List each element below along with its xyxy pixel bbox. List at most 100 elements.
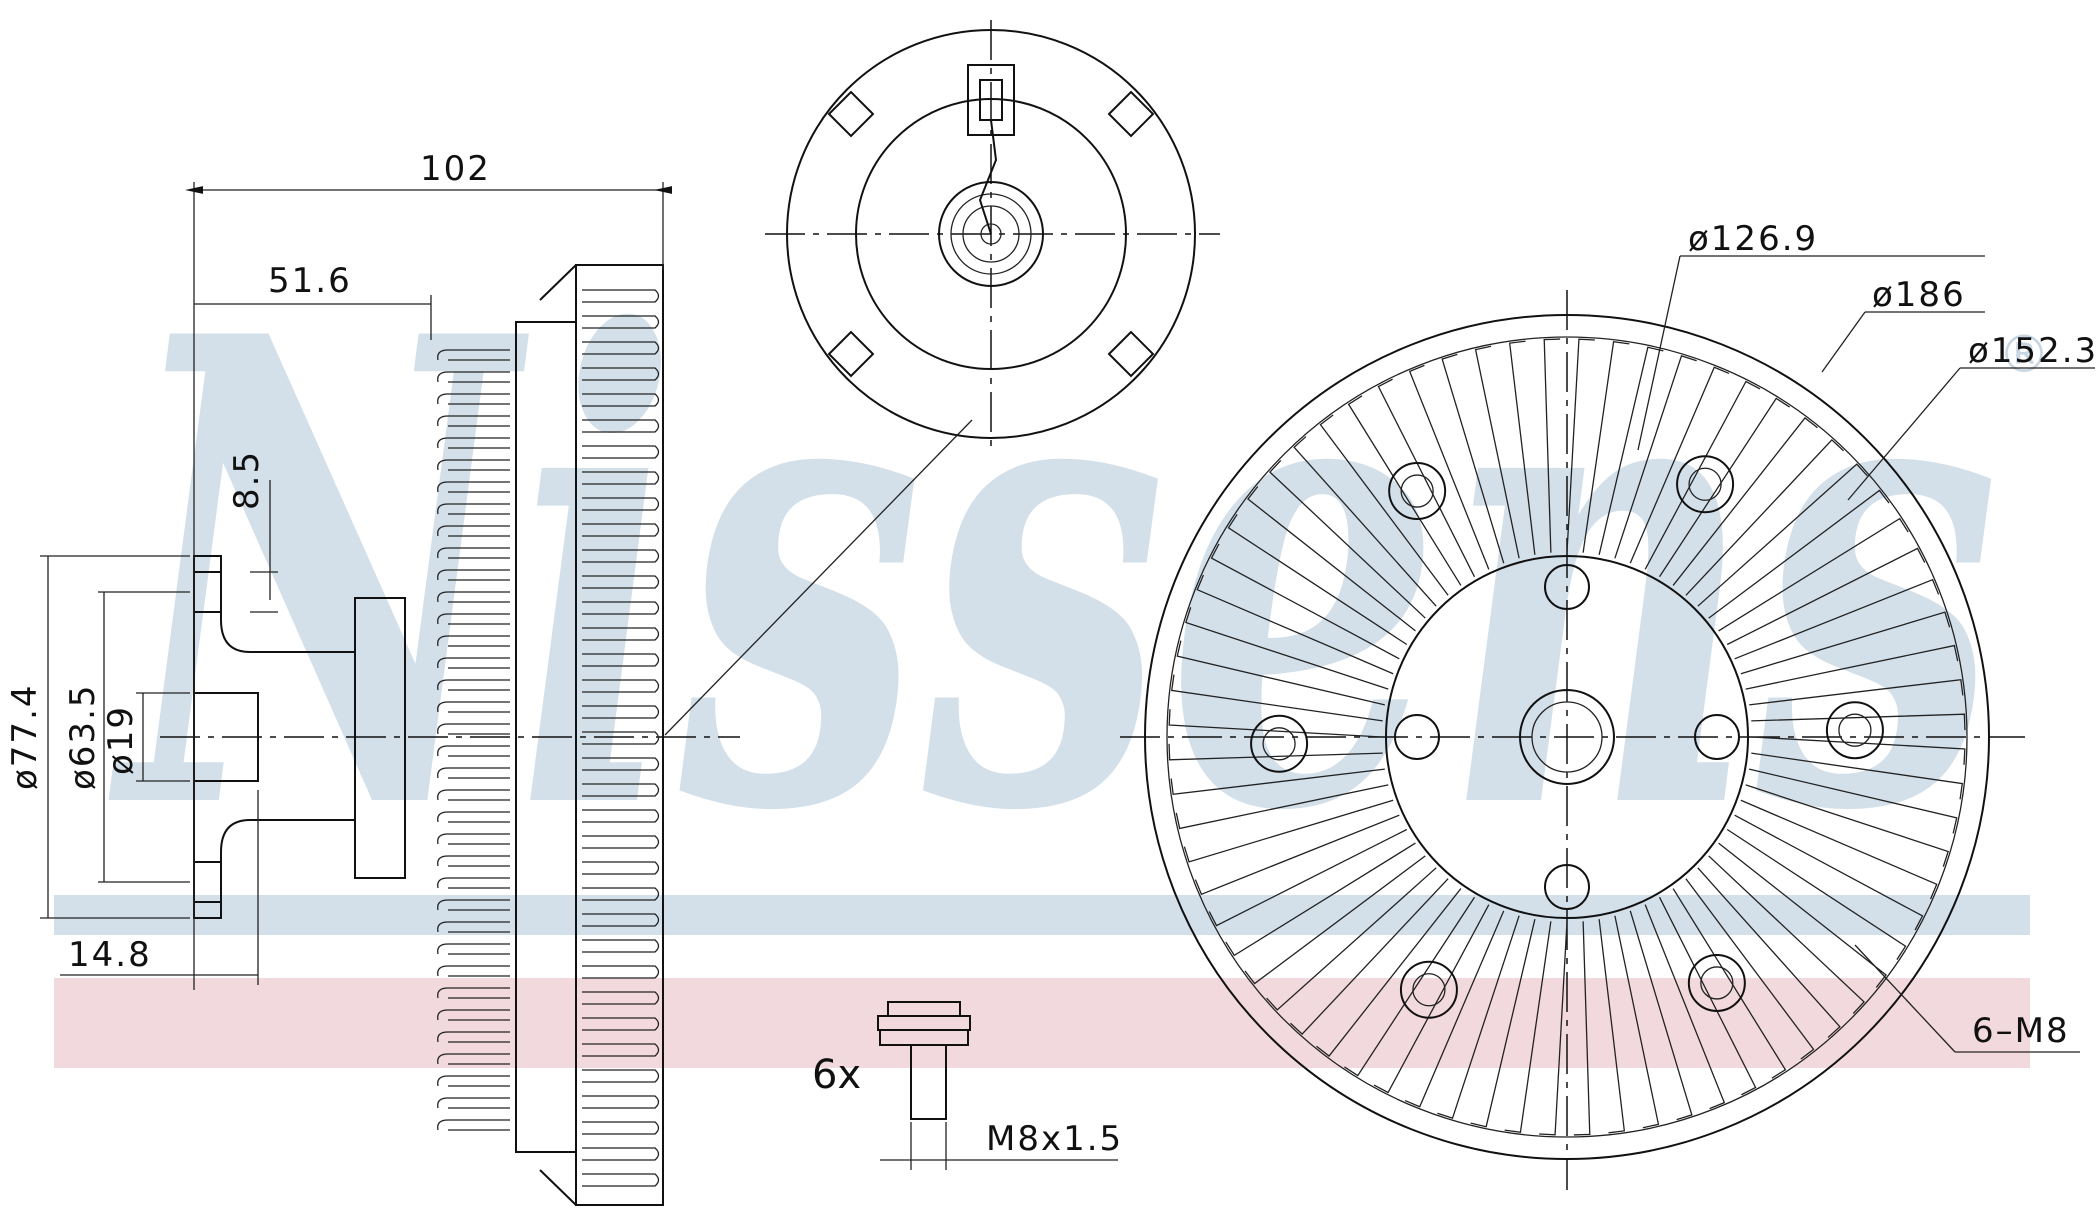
- fin-line: [582, 991, 660, 1005]
- fin-line: [582, 393, 660, 407]
- dim-51-6: 51.6: [268, 261, 352, 301]
- hub-stud: [1394, 714, 1440, 760]
- dim-14-8: 14.8: [68, 935, 152, 975]
- fin-line: [437, 525, 510, 537]
- fan-housing: [539, 264, 664, 1206]
- dim-77-4: ø77.4: [5, 683, 45, 790]
- dim-126-9: ø126.9: [1688, 219, 1818, 259]
- fin-line: [582, 367, 660, 381]
- watermark-text: Nissens: [106, 199, 2000, 951]
- radial-fin: [1658, 397, 1790, 578]
- fin-line: [437, 1031, 510, 1043]
- fin-line: [437, 657, 510, 669]
- radial-fin: [1404, 910, 1505, 1108]
- fin-line: [437, 459, 510, 471]
- fin-line: [437, 899, 510, 911]
- radial-fin: [1751, 713, 1966, 731]
- hub-stud: [1544, 564, 1590, 610]
- fin-line: [437, 723, 510, 735]
- fin-line: [582, 1043, 660, 1057]
- radial-fin: [1629, 366, 1730, 564]
- radial-fin: [1726, 828, 1907, 960]
- threaded-hole-inner: [1400, 474, 1434, 508]
- radial-fin: [1734, 814, 1924, 931]
- dim-6-m8: 6–M8: [1972, 1011, 2070, 1051]
- fin-line: [582, 1173, 660, 1187]
- radial-fin: [1697, 867, 1841, 1038]
- radial-fin: [1644, 380, 1761, 570]
- center-bore: [1519, 689, 1615, 785]
- radial-fin: [1168, 743, 1383, 761]
- top-view-leader: [664, 419, 973, 736]
- radial-fin: [1244, 855, 1426, 985]
- threaded-hole-inner: [1838, 713, 1872, 747]
- radial-fin: [1718, 517, 1909, 632]
- fin-line: [437, 679, 510, 691]
- radial-fin: [1168, 709, 1383, 738]
- fin-line: [582, 653, 660, 667]
- fin-line: [582, 1147, 660, 1161]
- fin-line: [437, 613, 510, 625]
- threaded-hole-inner: [1700, 966, 1734, 1000]
- radial-fin: [1185, 607, 1389, 690]
- nissens-watermark: Nissens ®: [54, 199, 2050, 1068]
- radial-fin: [1508, 340, 1536, 555]
- fin-line: [582, 549, 660, 563]
- fin-line: [582, 783, 660, 797]
- mount-tab: [827, 330, 875, 378]
- radial-fin: [1573, 921, 1591, 1136]
- radial-fin: [1474, 345, 1520, 559]
- front-view: [1144, 314, 1990, 1160]
- fin-line: [582, 1121, 660, 1135]
- hub-stud: [1694, 714, 1740, 760]
- fin-line: [437, 1075, 510, 1087]
- fin-line: [582, 627, 660, 641]
- mount-tab: [1107, 330, 1155, 378]
- radial-fin: [1644, 904, 1726, 1110]
- radial-fin: [1726, 547, 1926, 646]
- fin-line: [437, 547, 510, 559]
- fin-line: [437, 569, 510, 581]
- radial-fin: [1672, 417, 1818, 586]
- radial-fin: [1672, 888, 1787, 1079]
- fin-line: [582, 523, 660, 537]
- radial-fin: [1614, 355, 1697, 559]
- radial-fin: [1290, 878, 1449, 1035]
- radial-fin: [1543, 338, 1561, 553]
- threaded-hole: [1687, 953, 1746, 1012]
- radial-fin: [1183, 799, 1394, 863]
- threaded-hole: [1676, 455, 1735, 514]
- radial-fin: [1718, 842, 1887, 988]
- fin-line: [437, 1053, 510, 1065]
- fin-line: [582, 445, 660, 459]
- fin-line: [582, 913, 660, 927]
- radial-fin: [1740, 611, 1951, 675]
- fin-line: [437, 349, 510, 361]
- fin-line: [437, 1119, 510, 1131]
- fin-line: [437, 503, 510, 515]
- radial-fin: [1247, 486, 1416, 632]
- radial-fin: [1437, 915, 1520, 1119]
- radial-fin: [1629, 910, 1693, 1121]
- threaded-hole: [1399, 960, 1458, 1019]
- hub-stud: [1544, 864, 1590, 910]
- fin-line: [437, 987, 510, 999]
- radial-fin: [1685, 878, 1815, 1060]
- side-view: [193, 264, 664, 1206]
- top-view: [664, 29, 1196, 736]
- threaded-hole-inner: [1688, 467, 1722, 501]
- radial-fin: [1740, 799, 1938, 900]
- dim-8-5: 8.5: [227, 450, 267, 510]
- fin-line: [437, 701, 510, 713]
- bolt-detail: [877, 1001, 1118, 1170]
- fin-line: [582, 887, 660, 901]
- radial-fin: [1266, 867, 1437, 1011]
- radial-fin: [1470, 919, 1536, 1128]
- radial-fin: [1175, 784, 1389, 830]
- rear-fins: [582, 289, 660, 1187]
- fin-line: [437, 833, 510, 845]
- watermark-blue-band: [54, 895, 2030, 935]
- fin-line: [437, 921, 510, 933]
- radial-fin: [1708, 855, 1865, 1014]
